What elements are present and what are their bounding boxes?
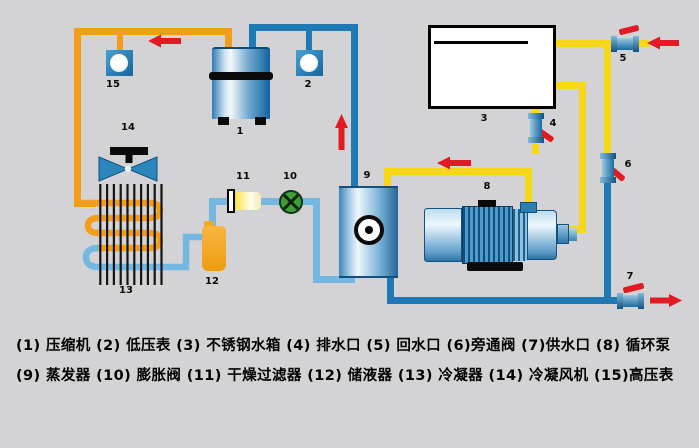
flow-arrow-left-discharge-icon [148,34,181,48]
pipe-tank-return [554,40,650,47]
valve-flange [600,153,616,159]
label-evaporator: 9 [363,170,371,181]
compressor-band [209,72,273,80]
pipe-receiver-outlet [209,200,216,230]
label-filter-drier: 11 [236,171,250,182]
valve-flange [528,113,544,119]
legend-line-2: (9) 蒸发器 (10) 膨胀阀 (11) 干燥过滤器 (12) 储液器 (13… [16,368,674,384]
valve-handle [618,24,640,36]
low-pressure-gauge [296,50,323,76]
flow-arrow-up-suction-icon [335,114,348,150]
pipe-condenser-inlet [74,200,96,207]
condenser-fan-icon [98,147,158,182]
pipe-pump-to-evaporator [384,168,532,175]
label-supply-valve: 7 [626,271,634,282]
pipe-bypass-lower [604,183,611,304]
pipe-discharge-left [74,28,81,207]
sight-glass-icon [354,215,384,245]
pipe-liquid-line [209,198,317,205]
pipe-evaporator-water-inlet [384,168,391,190]
receiver-tank [202,226,226,271]
return-water-valve [611,24,640,52]
high-pressure-gauge [106,50,133,76]
label-drain-valve: 4 [549,118,557,129]
pipe-expansion-drop [313,198,320,283]
condenser-fins [99,184,163,285]
label-expansion-valve: 10 [283,171,297,182]
water-tank [428,25,556,109]
label-water-tank: 3 [480,113,488,124]
valve-flange [600,177,616,183]
pipe-high-gauge-stub [117,33,123,52]
pump-junction-box [478,200,496,207]
label-pump: 8 [483,181,491,192]
label-condenser-fan: 14 [121,122,135,133]
evaporator [339,186,398,278]
valve-flange [638,293,644,309]
pump-rear-cap [424,208,462,262]
gauge-dial [300,54,318,72]
legend-line-1: (1) 压缩机 (2) 低压表 (3) 不锈钢水箱 (4) 排水口 (5) 回水… [16,338,671,354]
pipe-suction-top [249,24,358,31]
pump-base [467,262,523,271]
pipe-supply-bottom [387,297,620,304]
drain-valve [528,113,555,143]
pipe-expansion-bottom [313,276,355,283]
pipe-pump-feed-vertical [579,82,586,233]
pump-shroud [513,209,527,261]
flow-arrow-right-supply-icon [650,294,682,307]
pipe-compressor-discharge-riser [225,28,232,48]
pump-top-fitting [520,202,537,213]
legend: (1) 压缩机 (2) 低压表 (3) 不锈钢水箱 (4) 排水口 (5) 回水… [16,336,692,396]
pipe-tank-outlet [554,82,586,89]
valve-body [602,159,614,177]
pipe-bypass-upper [604,47,611,153]
pipe-compressor-suction-riser [249,24,256,48]
label-return-valve: 5 [619,53,627,64]
pump-nozzle [557,224,569,244]
sight-glass-dot [365,226,373,234]
pump-head [527,210,557,260]
compressor-foot [218,117,229,125]
label-compressor: 1 [236,126,244,137]
valve-flange [528,137,544,143]
valve-body [617,38,633,50]
filter-drier [235,192,261,210]
flow-arrow-left-return-icon [647,36,679,50]
pump-nozzle-tip [569,228,577,241]
valve-body [530,119,542,137]
valve-flange [611,36,617,52]
filter-drier-flange [227,189,235,213]
pipe-discharge-top [74,28,232,35]
receiver-cap [204,221,214,228]
valve-flange [617,293,623,309]
label-receiver: 12 [205,276,219,287]
label-low-pressure-gauge: 2 [304,79,312,90]
valve-handle [622,282,645,294]
bypass-valve [600,153,626,183]
pump-motor-body [462,206,513,264]
water-level-line [434,41,528,44]
gauge-dial [110,54,128,72]
supply-water-valve [617,282,645,309]
compressor-foot [255,117,266,125]
label-bypass-valve: 6 [624,159,632,170]
pipe-pump-outlet-riser [525,168,532,204]
compressor [212,47,270,119]
pipe-low-gauge-stub [306,31,312,52]
condenser-coil-cool [82,233,204,271]
label-high-pressure-gauge: 15 [106,79,120,90]
condenser-coil-hot [80,199,164,252]
pipe-evaporator-suction [351,24,358,189]
label-condenser: 13 [119,285,133,296]
valve-body [623,295,638,307]
pipe-evaporator-water-outlet [387,270,394,301]
valve-flange [633,36,639,52]
